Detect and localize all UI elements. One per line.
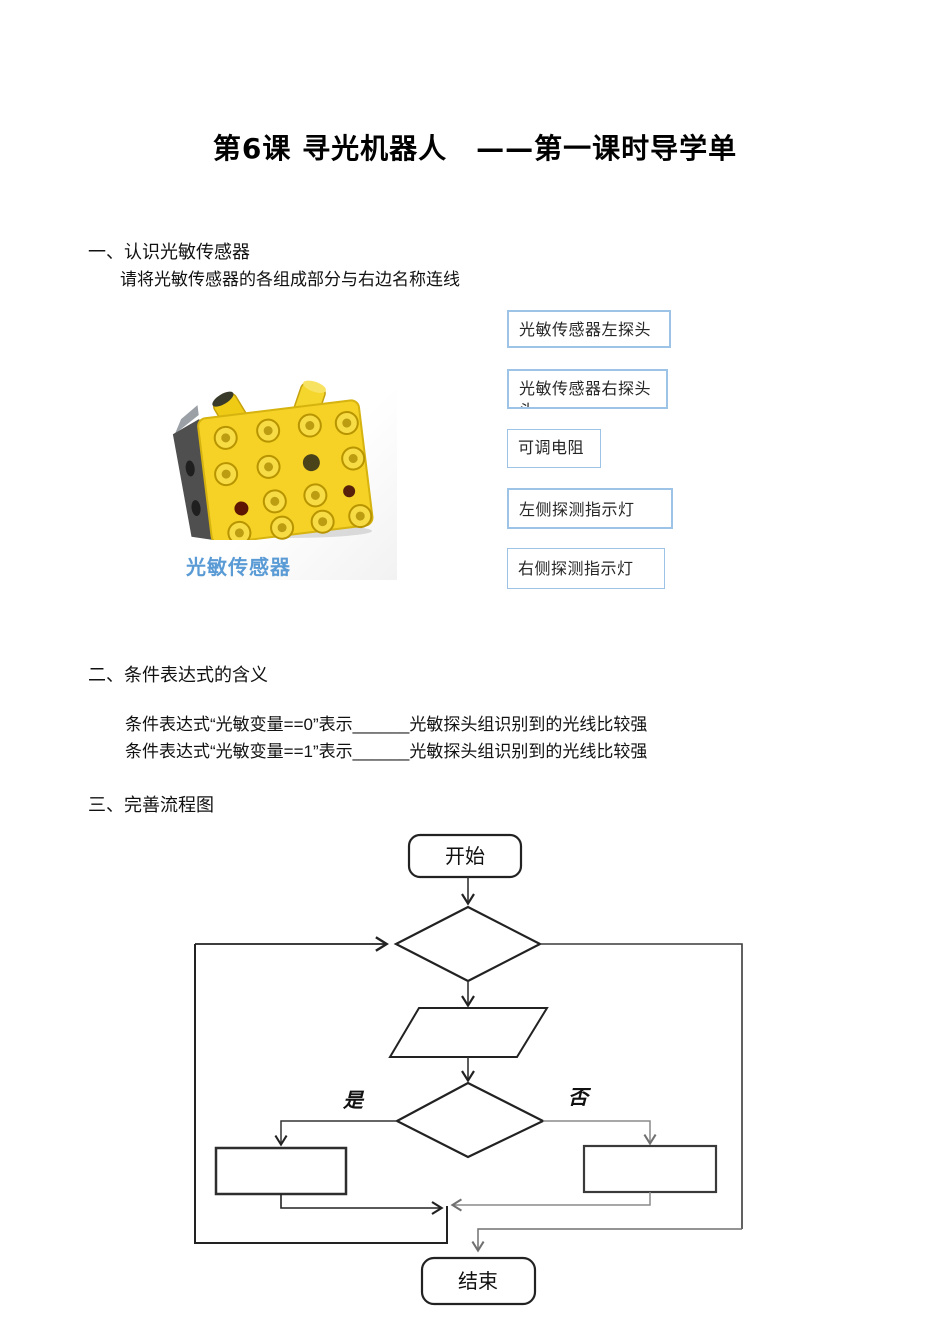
condition-line-1[interactable]: 条件表达式“光敏变量==0”表示______光敏探头组识别到的光线比较强 <box>125 715 648 734</box>
section1-marker: 一、 <box>88 242 124 262</box>
sensor-side-top <box>174 405 199 435</box>
no-label: 否 <box>568 1087 592 1109</box>
answer-box-right-indicator[interactable]: 右侧探测指示灯 <box>507 548 665 589</box>
section2-heading: 二、条件表达式的含义 <box>88 661 268 687</box>
section3-marker: 三、 <box>88 795 124 815</box>
sensor-stud-holes <box>221 418 365 538</box>
sensor-side-face <box>172 418 215 540</box>
connector-left-merge <box>280 1194 444 1215</box>
answer-box-left-probe[interactable]: 光敏传感器左探头 <box>507 310 671 348</box>
connector-decision1-right <box>540 943 743 1229</box>
answer-box-right-probe[interactable]: 光敏传感器右探头 头 <box>507 369 668 409</box>
io-parallelogram-empty[interactable] <box>388 1007 549 1058</box>
section3-heading-text: 完善流程图 <box>124 795 214 815</box>
connector-right-merge <box>450 1192 651 1212</box>
process-right-empty[interactable] <box>582 1144 718 1194</box>
light-sensor-image <box>172 380 374 540</box>
sensor-studs <box>213 411 373 540</box>
end-node <box>420 1256 537 1306</box>
connector-no-branch <box>543 1120 657 1146</box>
section3-heading: 三、完善流程图 <box>88 791 214 817</box>
start-node-label: 开始 <box>445 845 485 868</box>
section1-heading-text: 认识光敏传感器 <box>124 242 250 262</box>
condition-line-2[interactable]: 条件表达式“光敏变量==1”表示______光敏探头组识别到的光线比较强 <box>125 742 648 761</box>
answer-box-right-probe-clipped: 头 <box>519 401 660 407</box>
document-title: 第6课 寻光机器人 ——第一课时导学单 <box>212 132 738 165</box>
flowchart-svg: 开始 是 否 结束 <box>194 833 743 1306</box>
section1-heading: 一、认识光敏传感器 <box>88 238 250 264</box>
decision-1-empty[interactable] <box>393 905 543 983</box>
decision-2-empty[interactable] <box>394 1081 546 1159</box>
answer-box-left-indicator[interactable]: 左侧探测指示灯 <box>507 488 673 529</box>
end-node-label: 结束 <box>458 1270 498 1293</box>
process-left-empty[interactable] <box>214 1146 348 1196</box>
yes-label: 是 <box>342 1090 365 1112</box>
sensor-caption: 光敏传感器 <box>186 557 291 579</box>
adjustable-resistor-hole <box>302 454 320 472</box>
section2-marker: 二、 <box>88 665 124 685</box>
connector-yes-branch <box>274 1120 397 1147</box>
answer-box-right-probe-label: 光敏传感器右探头 <box>519 381 652 398</box>
section1-instruction: 请将光敏传感器的各组成部分与右边名称连线 <box>120 270 460 289</box>
answer-box-resistor[interactable]: 可调电阻 <box>507 429 601 468</box>
connector-to-end <box>471 1228 742 1253</box>
left-indicator-hole <box>234 501 249 516</box>
loop-frame-left <box>194 944 448 1244</box>
section2-heading-text: 条件表达式的含义 <box>124 665 268 685</box>
right-indicator-hole <box>343 485 356 498</box>
start-node <box>407 833 523 879</box>
